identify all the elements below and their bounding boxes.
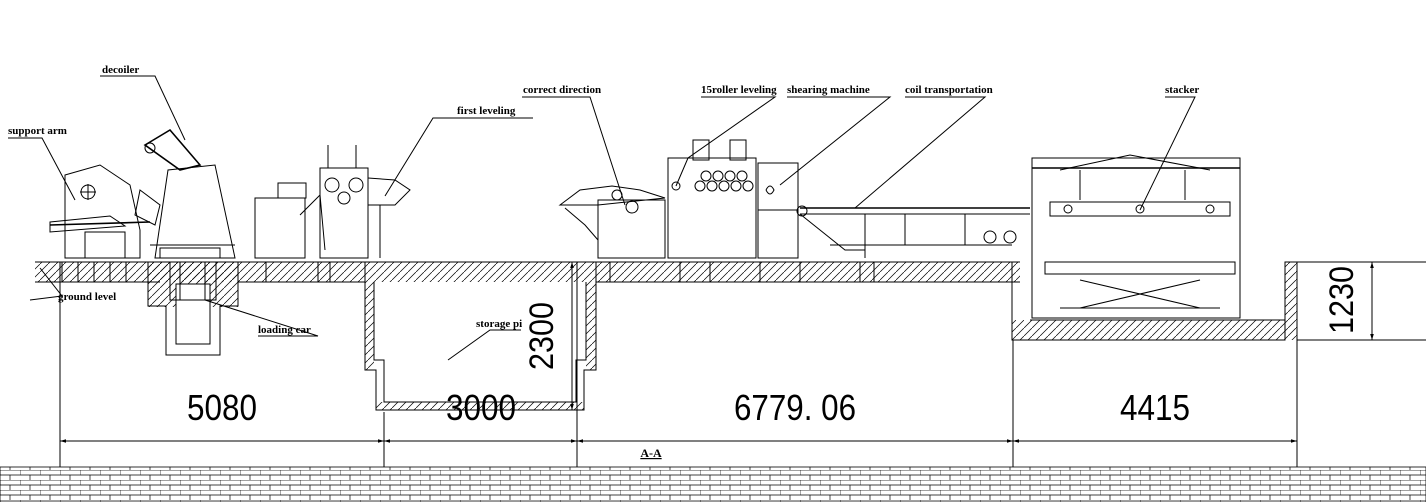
- leader-lines: [8, 75, 1196, 361]
- stacker-machine: [1031, 154, 1241, 319]
- shearing-machine: [757, 162, 799, 259]
- label-ground-level: ground level: [58, 291, 116, 303]
- label-coil-transportation: coil transportation: [905, 84, 993, 96]
- dim-4415: 4415: [1120, 387, 1190, 428]
- label-correct-direction: correct direction: [523, 84, 601, 96]
- label-decoiler: decoiler: [102, 64, 139, 76]
- section-label: A-A: [640, 446, 662, 460]
- label-loading-car: loading car: [258, 324, 311, 336]
- label-roller-leveling: 15roller leveling: [701, 84, 777, 96]
- support-arm-machine: [49, 164, 151, 259]
- first-leveling-machine: [254, 145, 411, 259]
- label-first-leveling: first leveling: [457, 105, 516, 117]
- roller-leveling-machine: [667, 139, 757, 259]
- foundation: [35, 261, 1426, 411]
- dim-3000: 3000: [446, 387, 516, 428]
- brick-base: [0, 466, 1426, 502]
- label-storage-pit: storage pi: [476, 318, 522, 330]
- dim-5080: 5080: [187, 387, 257, 428]
- label-support-arm: support arm: [8, 125, 67, 137]
- dimension-lines: [59, 262, 1374, 500]
- coil-transportation-conveyor: [796, 205, 1030, 258]
- label-stacker: stacker: [1165, 84, 1199, 96]
- dim-2300: 2300: [523, 302, 561, 370]
- dim-6779: 6779. 06: [734, 387, 856, 428]
- dim-1230: 1230: [1323, 266, 1361, 334]
- correct-direction-machine: [558, 185, 666, 259]
- decoiler-machine: [134, 128, 236, 301]
- label-shearing-machine: shearing machine: [787, 84, 870, 96]
